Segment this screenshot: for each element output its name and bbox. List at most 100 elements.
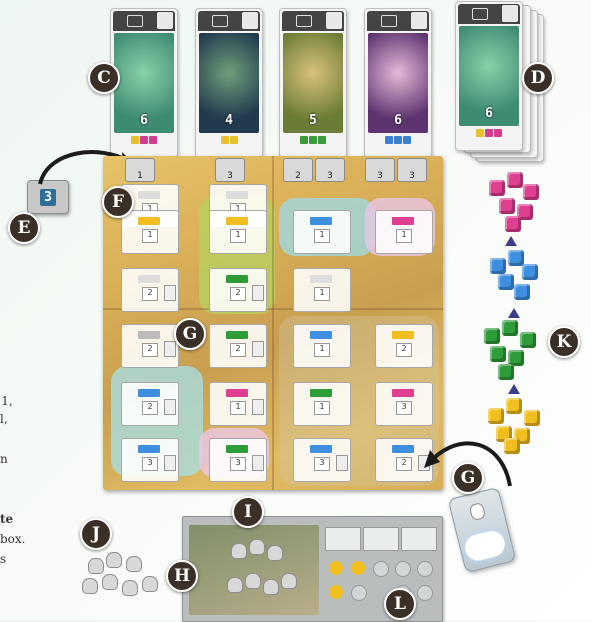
meeple-pile	[78, 550, 168, 610]
token-slot	[417, 585, 433, 601]
board-slot[interactable]: 3	[293, 438, 351, 482]
label-e: E	[8, 212, 40, 244]
board-slot[interactable]: 1	[293, 382, 351, 426]
board-slot[interactable]: 1	[209, 382, 267, 426]
card-header	[282, 11, 344, 31]
board-slot[interactable]: 3	[121, 438, 179, 482]
board-slot[interactable]: 3	[209, 438, 267, 482]
token-slot	[395, 561, 411, 577]
meeple-icon	[122, 580, 138, 596]
card-number: 4	[196, 113, 262, 128]
meeple-icon	[126, 556, 142, 572]
cube-icon	[499, 198, 515, 214]
card-number: 6	[456, 106, 522, 121]
meeple-icon	[267, 545, 283, 561]
label-k: K	[548, 326, 580, 358]
card-4: 6	[364, 8, 432, 158]
deck-top-card[interactable]: 6	[455, 1, 523, 151]
card-2: 4	[195, 8, 263, 158]
cube-icon	[523, 184, 539, 200]
meeple-icon	[88, 558, 104, 574]
cube-icon	[498, 364, 514, 380]
token-slot	[373, 561, 389, 577]
board-slot[interactable]: 2	[209, 324, 267, 368]
board-slot[interactable]: 2	[121, 324, 179, 368]
card-number: 5	[280, 113, 346, 128]
label-g: G	[174, 318, 206, 350]
cube-icon	[520, 332, 536, 348]
card-cost	[456, 129, 522, 137]
card-number: 6	[365, 113, 431, 128]
label-g: G	[452, 462, 484, 494]
board-slot[interactable]: 2	[375, 324, 433, 368]
slot-box	[363, 527, 399, 551]
board-slot[interactable]: 2	[121, 382, 179, 426]
label-c: C	[88, 62, 120, 94]
slot-box	[401, 527, 437, 551]
token-slot	[351, 585, 367, 601]
side-text-line: box.	[0, 532, 26, 546]
reward-badge: 1	[125, 158, 155, 182]
side-text-line: 1,	[0, 394, 13, 408]
card-cost	[280, 136, 346, 144]
cloud-cup	[448, 487, 517, 573]
board-slot[interactable]: 2	[121, 268, 179, 312]
main-board: 1 3 2 3 3 3 1 1 2 2 2 3 1 1 2 2 1 3 1 1 …	[103, 156, 443, 490]
card-header	[458, 4, 520, 24]
board-slot[interactable]: 1	[293, 268, 351, 312]
card-3: 5	[279, 8, 347, 158]
meeple-icon	[469, 502, 486, 521]
board-slot[interactable]: 1	[375, 210, 433, 254]
cloud-icon	[462, 528, 507, 563]
meeple-icon	[245, 573, 261, 589]
cube-icon	[490, 258, 506, 274]
triangle-icon	[508, 384, 520, 394]
label-f: F	[102, 186, 134, 218]
side-text-line: te	[0, 512, 13, 526]
triangle-icon	[508, 308, 520, 318]
cube-icon	[505, 216, 521, 232]
meeple-icon	[281, 573, 297, 589]
meeple-icon	[102, 574, 118, 590]
label-h: H	[166, 560, 198, 592]
board-slot[interactable]: 1	[121, 210, 179, 254]
token	[329, 585, 343, 599]
meeple-icon	[227, 577, 243, 593]
board-slot[interactable]: 1	[293, 210, 351, 254]
meeple-icon	[106, 552, 122, 568]
cube-pile-green	[480, 320, 542, 382]
label-j: J	[80, 518, 112, 550]
board-slot[interactable]: 1	[209, 210, 267, 254]
cube-icon	[489, 180, 505, 196]
meeple-icon	[231, 543, 247, 559]
cube-icon	[524, 410, 540, 426]
cube-icon	[484, 328, 500, 344]
card-header	[198, 11, 260, 31]
cube-icon	[498, 274, 514, 290]
card-1: 6	[110, 8, 178, 158]
e-tile-value: 3	[40, 189, 56, 206]
cube-pile-pink	[485, 170, 545, 236]
card-cost	[365, 136, 431, 144]
cube-icon	[514, 284, 530, 300]
label-d: D	[522, 62, 554, 94]
board-slot[interactable]: 1	[293, 324, 351, 368]
side-text-line: s	[0, 552, 6, 566]
cube-pile-blue	[484, 250, 544, 308]
meeple-icon	[249, 539, 265, 555]
card-header	[367, 11, 429, 31]
reward-badge: 3	[215, 158, 245, 182]
meeple-icon	[142, 576, 158, 592]
token	[329, 561, 343, 575]
reward-badge: 3	[315, 158, 345, 182]
reward-badge: 3	[365, 158, 395, 182]
meeple-icon	[82, 578, 98, 594]
board-slot[interactable]: 2	[209, 268, 267, 312]
side-text-line: l,	[0, 412, 8, 426]
label-l: L	[384, 588, 416, 620]
cube-icon	[490, 346, 506, 362]
slot-box	[325, 527, 361, 551]
card-header	[113, 11, 175, 31]
reward-badge: 2	[283, 158, 313, 182]
cube-icon	[507, 172, 523, 188]
